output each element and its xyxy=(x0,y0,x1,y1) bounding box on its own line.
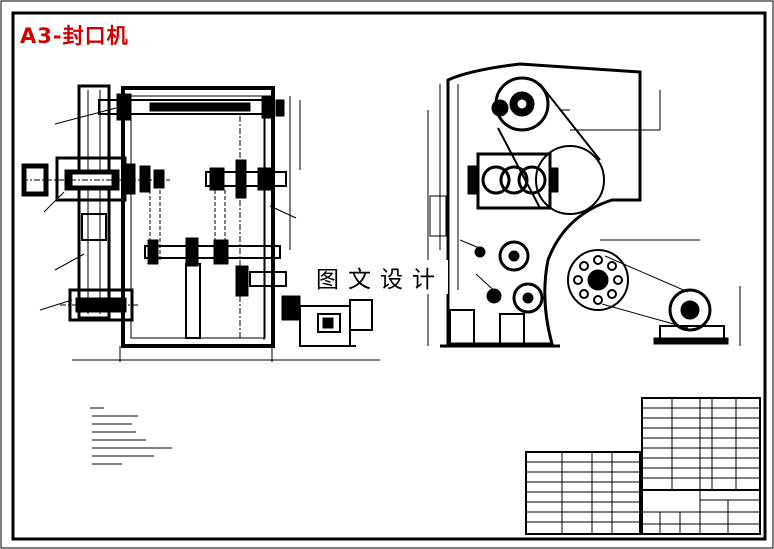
parts-list-left xyxy=(525,451,641,535)
watermark-text: 图文设计 xyxy=(312,260,448,294)
drawing-title: A3-封口机 xyxy=(20,24,129,48)
technical-notes xyxy=(90,407,172,465)
side-view xyxy=(427,62,741,348)
title-block xyxy=(641,397,761,535)
front-view xyxy=(21,84,380,362)
drawing-frame xyxy=(11,11,767,541)
